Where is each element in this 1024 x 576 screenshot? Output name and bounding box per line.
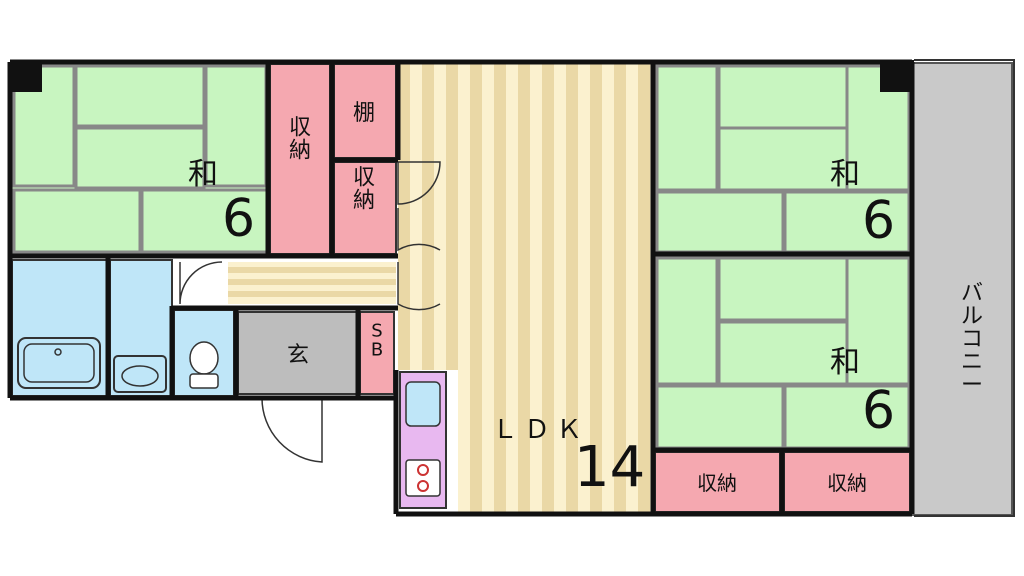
balcony-rail: [914, 59, 1015, 517]
wood-stripe: [590, 64, 602, 512]
wood-stripe: [506, 64, 518, 512]
washitsu-left: [12, 64, 270, 254]
wood-stripe: [602, 64, 614, 512]
kitchen-counter: [399, 371, 447, 509]
bathroom: [11, 259, 109, 397]
balcony: [911, 62, 1013, 516]
toilet: [173, 309, 235, 397]
ldk-size: 14: [574, 435, 645, 500]
entrance: [237, 311, 359, 395]
wood-stripe: [518, 64, 530, 512]
ldk-label: ＬＤＫ: [492, 415, 588, 445]
storage-bottom-2-label: 収納: [827, 471, 867, 495]
shelf: [333, 63, 397, 159]
wood-stripe: [578, 64, 590, 512]
storage-bottom-1-label: 収納: [697, 471, 737, 495]
wood-stripe: [458, 64, 470, 512]
wood-stripe: [614, 64, 626, 512]
ldk-floor: [398, 64, 653, 512]
wood-stripe: [482, 64, 494, 512]
walls: [7, 59, 915, 517]
wood-stripe: [422, 64, 434, 370]
column-left: [10, 60, 42, 92]
washitsu-right-top-label: 和: [830, 157, 860, 192]
shelf-label: 棚: [353, 101, 375, 126]
wood-stripe: [494, 64, 506, 512]
wood-stripe: [554, 64, 566, 512]
hallway: [228, 262, 396, 304]
washroom: [109, 259, 173, 397]
doors: [179, 161, 441, 463]
wood-stripe: [530, 64, 542, 512]
wood-stripe: [542, 64, 554, 512]
storage-mid: [333, 161, 397, 255]
washitsu-right-top-size: 6: [862, 191, 895, 251]
entrance-label: 玄: [287, 343, 309, 368]
column-right: [880, 60, 914, 92]
wood-stripe: [410, 64, 422, 370]
washitsu-left-size: 6: [222, 189, 255, 249]
storage-mid-label: 収納: [353, 165, 375, 213]
wood-stripe: [470, 64, 482, 512]
wood-stripe: [446, 64, 458, 370]
washitsu-right-bottom-label: 和: [830, 345, 860, 380]
balcony-label: バルコニー: [961, 281, 983, 398]
wood-stripe: [638, 64, 650, 512]
wood-stripe: [626, 64, 638, 512]
storage-left-label: 収納: [289, 115, 311, 163]
washitsu-right-bottom-size: 6: [862, 381, 895, 441]
wood-stripe: [434, 64, 446, 370]
washitsu-left-label: 和: [188, 157, 218, 192]
wood-stripe: [398, 64, 410, 370]
wood-stripe: [566, 64, 578, 512]
washitsu-right-bottom: [655, 256, 911, 450]
